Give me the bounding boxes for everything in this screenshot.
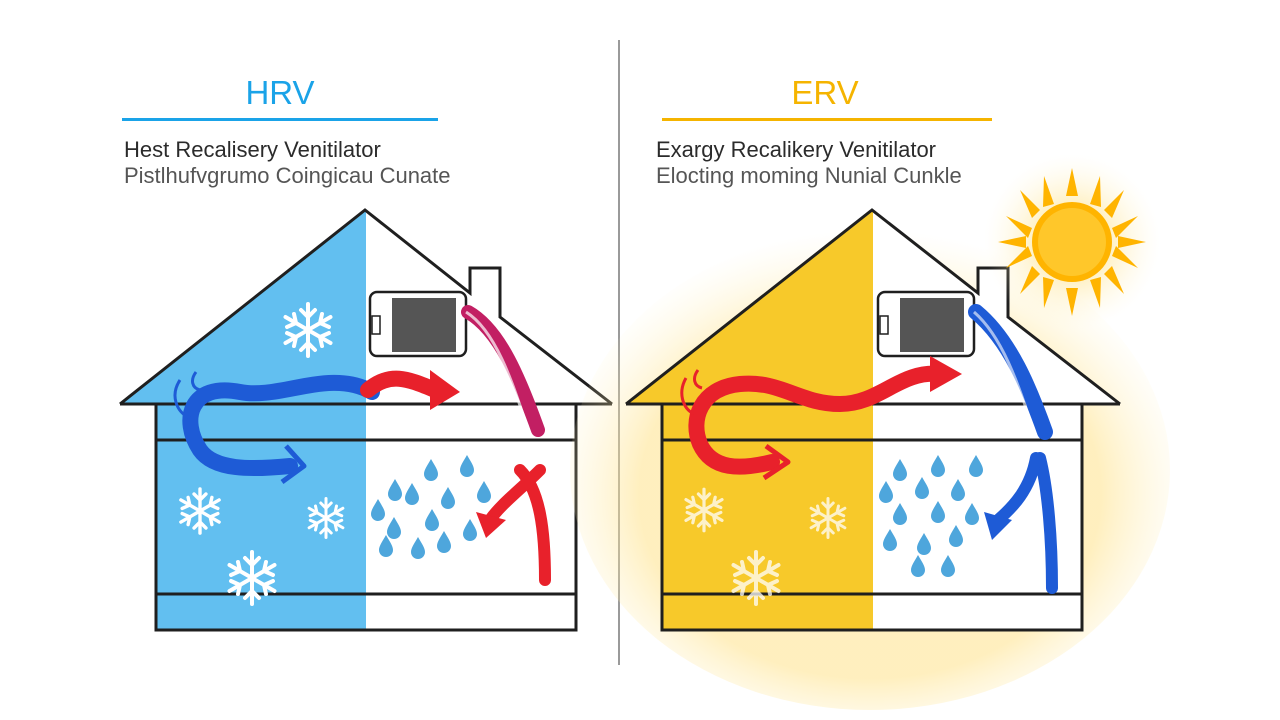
erv-subtitle: Elocting moming Nunial Cunkle	[656, 163, 962, 188]
hrv-exhaust-air-arrow	[182, 374, 380, 477]
erv-roof	[625, 208, 1121, 406]
hrv-title: Hest Recalisery Venitilator	[124, 137, 381, 162]
ventilator-unit-icon	[876, 290, 976, 358]
ventilator-unit-icon	[368, 290, 468, 358]
erv-title-rule	[662, 118, 992, 121]
hrv-label: HRV	[245, 74, 315, 111]
erv-supply-air-arrow	[688, 365, 948, 475]
erv-title: Exargy Recalikery Venitilator	[656, 137, 937, 162]
hrv-roof	[119, 208, 613, 406]
hrv-house	[119, 208, 613, 632]
erv-house	[570, 208, 1170, 710]
erv-exhaust-duct	[968, 304, 1053, 440]
erv-return-air-arrow	[1034, 452, 1058, 594]
erv-label: ERV	[791, 74, 859, 111]
hrv-exhaust-duct	[461, 305, 545, 437]
hrv-title-rule	[122, 118, 438, 121]
sun-icon	[984, 154, 1160, 330]
hrv-subtitle: Pistlhufvgrumo Coingicau Cunate	[124, 163, 451, 188]
